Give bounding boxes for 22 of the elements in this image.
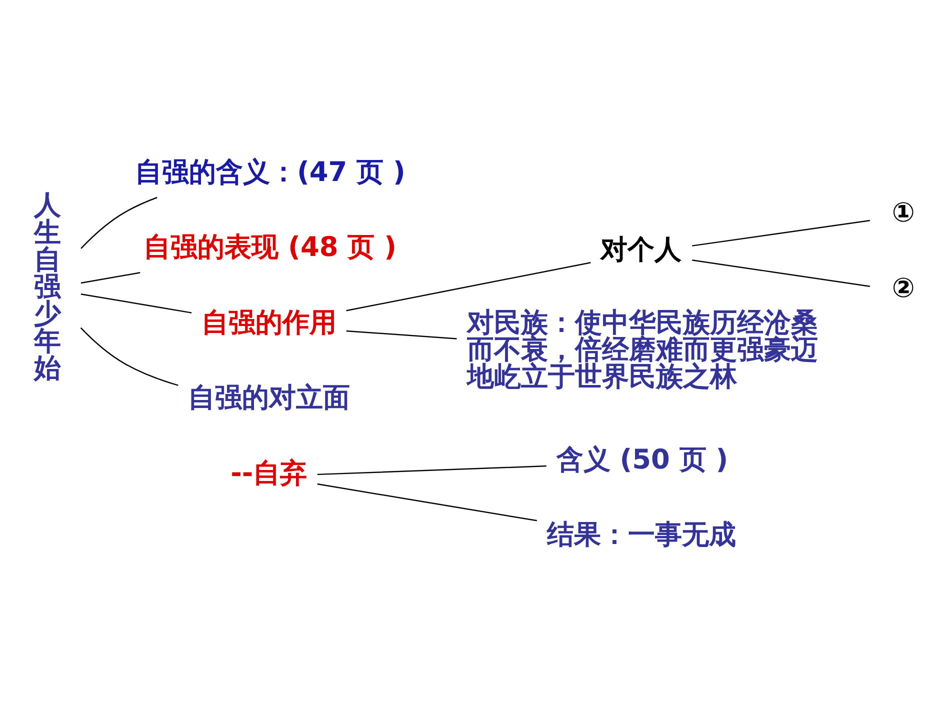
node-text: 结果：一事无成	[546, 520, 736, 551]
node-text: 自强的含义：(47 页 )	[134, 156, 405, 188]
connector	[316, 483, 537, 522]
node-text: 自强的作用	[201, 307, 336, 338]
node-text: 对个人	[600, 234, 682, 266]
connector	[346, 330, 456, 340]
connector	[316, 465, 546, 476]
connector	[692, 260, 870, 287]
node-text: 自强的对立面	[188, 382, 350, 414]
connector	[692, 220, 870, 246]
node-text: --自弃	[230, 458, 307, 489]
connector	[80, 272, 140, 284]
node-text: 自强的表现 (48 页 )	[143, 232, 396, 264]
node-text: ①	[891, 198, 914, 229]
connector	[80, 327, 178, 386]
connector	[80, 196, 157, 249]
node-text: 含义 (50 页 )	[556, 444, 728, 476]
node-text: 对民族：使中华民族历经沧桑而不衰，倍经磨难而更强豪迈地屹立于世界民族之林	[466, 307, 818, 393]
node-text: 人生自强少年始	[33, 190, 60, 384]
connector	[346, 262, 590, 312]
node-text: ②	[891, 272, 914, 304]
connector	[80, 294, 192, 314]
